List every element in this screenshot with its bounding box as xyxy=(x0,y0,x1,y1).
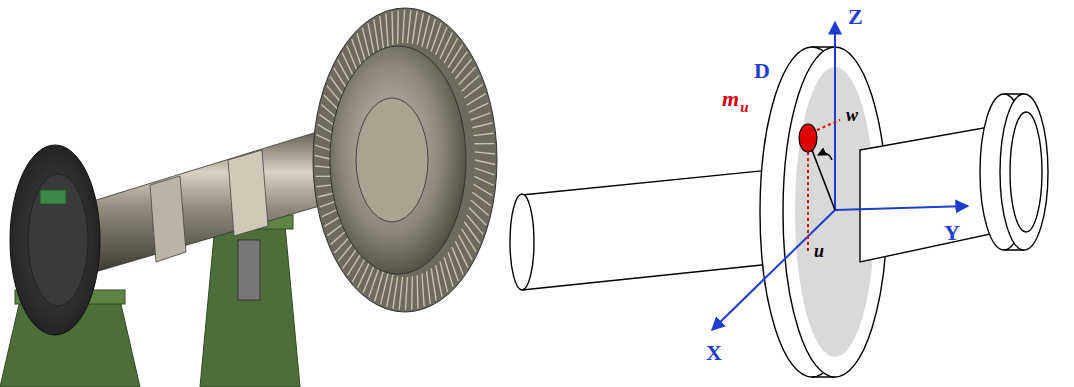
coordinate-label: u xyxy=(814,242,824,260)
disc-face xyxy=(330,46,466,274)
blade xyxy=(473,133,493,135)
blade xyxy=(405,277,407,310)
blade xyxy=(399,277,402,310)
blade xyxy=(363,265,374,293)
gear-disc xyxy=(10,145,100,335)
green-tag xyxy=(40,190,66,204)
z-axis xyxy=(834,22,836,210)
blade xyxy=(427,271,431,304)
blade xyxy=(464,84,482,98)
blade xyxy=(444,38,457,63)
left-shaft xyxy=(510,168,790,290)
blade-row xyxy=(313,8,497,312)
blade xyxy=(459,235,473,260)
angle-arrow xyxy=(818,153,832,160)
radius-line xyxy=(812,150,835,210)
blade xyxy=(387,275,393,307)
blade xyxy=(440,32,452,58)
x-axis xyxy=(712,210,835,330)
blade xyxy=(407,10,410,43)
blade xyxy=(358,261,370,287)
blade xyxy=(475,152,495,154)
blade xyxy=(391,12,393,45)
stand-jack xyxy=(238,240,260,300)
gear-coupling xyxy=(10,145,100,335)
blade xyxy=(347,252,361,275)
blade xyxy=(422,274,424,307)
rotor-shaft xyxy=(80,128,340,275)
blade xyxy=(448,45,462,68)
turbine-disc xyxy=(313,8,497,312)
blade xyxy=(369,268,379,297)
axes xyxy=(712,22,968,330)
w-leader xyxy=(817,120,840,130)
blade xyxy=(475,168,495,175)
axis-label: Z xyxy=(848,6,863,28)
y-axis xyxy=(835,206,968,210)
disc-hub xyxy=(356,98,428,222)
blade xyxy=(411,276,413,309)
blade xyxy=(452,247,463,274)
blade xyxy=(436,265,442,297)
axis-label: X xyxy=(706,342,722,364)
shaft-collar xyxy=(228,150,268,236)
flange-front xyxy=(1000,94,1048,250)
blade xyxy=(459,67,476,85)
stand-leg xyxy=(200,225,300,387)
blade xyxy=(452,52,467,73)
blade-lines xyxy=(315,10,495,310)
shaft-body xyxy=(522,168,790,290)
blade xyxy=(455,59,471,79)
blade xyxy=(352,257,365,282)
shaft-end xyxy=(510,194,534,290)
blade xyxy=(474,143,494,145)
blade xyxy=(403,10,405,43)
blade xyxy=(475,160,495,164)
axis-label: Y xyxy=(944,222,960,244)
blade xyxy=(473,184,492,195)
blade xyxy=(440,261,448,292)
blade xyxy=(472,123,492,128)
blade xyxy=(374,19,379,51)
blade xyxy=(467,94,486,105)
blade xyxy=(417,13,423,45)
unbalance-mass xyxy=(799,124,817,152)
blade xyxy=(471,113,491,120)
blade xyxy=(469,103,488,112)
disc-label: D xyxy=(754,60,770,82)
blade xyxy=(431,23,441,52)
shaft-body xyxy=(860,125,1000,262)
blade xyxy=(464,222,479,243)
blade xyxy=(455,241,467,267)
right-stand xyxy=(200,215,300,387)
blade xyxy=(368,23,374,55)
gear-face xyxy=(28,174,88,306)
u-leader xyxy=(807,152,809,254)
shaft-collar xyxy=(150,176,186,262)
blade xyxy=(416,275,418,308)
blade xyxy=(412,11,417,43)
blade xyxy=(397,10,399,43)
blade xyxy=(386,13,388,46)
right-shaft xyxy=(860,94,1048,262)
mass-label: m xyxy=(722,88,739,110)
blade xyxy=(362,28,370,59)
mass-subscript: u xyxy=(740,100,748,115)
blade xyxy=(469,208,486,226)
flange-inner xyxy=(1010,112,1042,232)
blade xyxy=(462,229,477,252)
blade xyxy=(380,16,384,49)
blade xyxy=(393,276,398,308)
blade xyxy=(436,27,447,55)
blade xyxy=(467,215,483,234)
blade xyxy=(431,268,436,300)
coordinate-label: w xyxy=(846,106,858,124)
blade xyxy=(474,176,493,185)
